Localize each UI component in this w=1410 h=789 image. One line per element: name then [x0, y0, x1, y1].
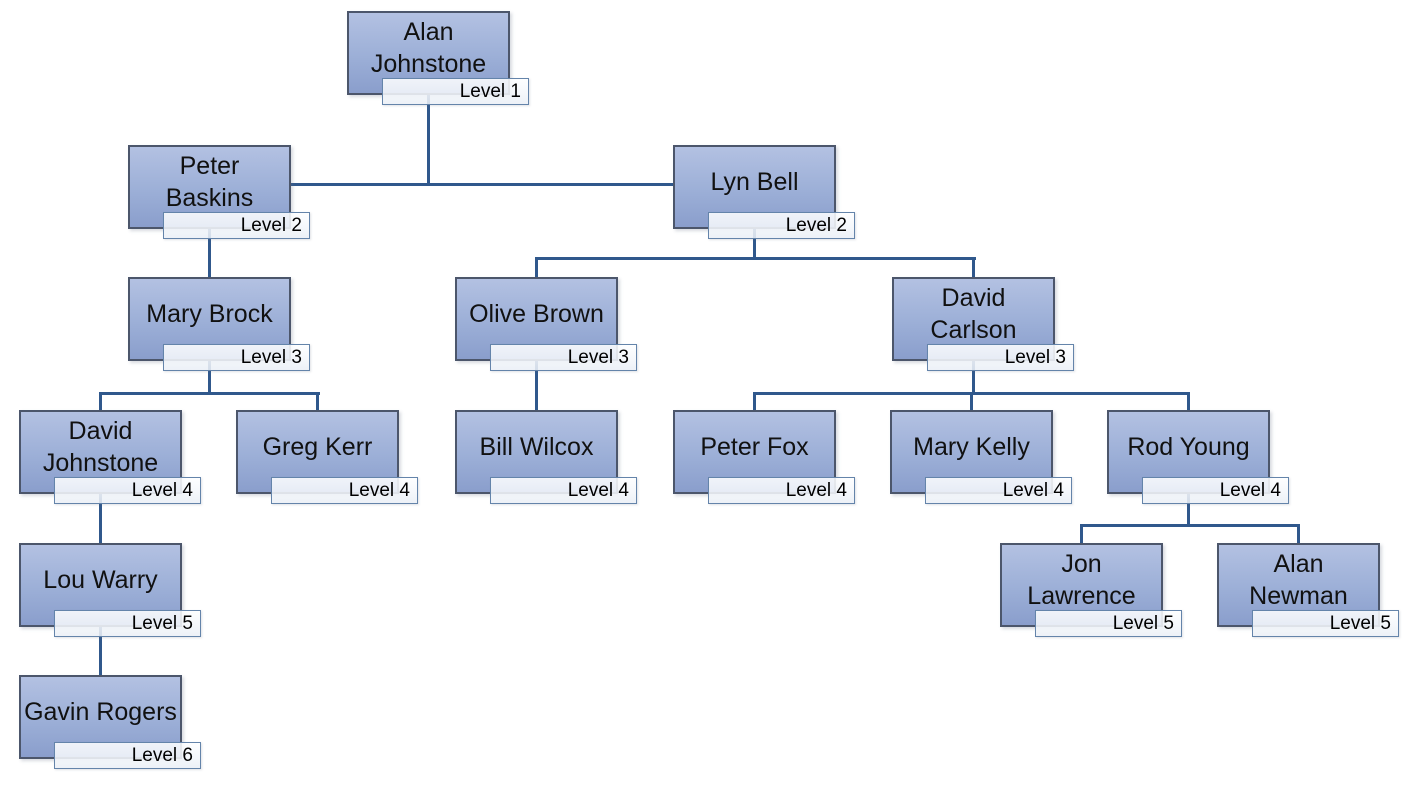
node-name: Mary Brock [146, 300, 273, 328]
connector-line [753, 392, 756, 410]
org-node-david-johnstone[interactable]: David Johnstone Level 4 [19, 410, 201, 504]
org-node-jon-lawrence[interactable]: Jon Lawrence Level 5 [1000, 543, 1182, 637]
connector-line [1297, 524, 1300, 543]
node-name: David Carlson [930, 284, 1017, 344]
connector-line [99, 392, 320, 395]
connector-line [1187, 494, 1190, 527]
org-node-alan-johnstone[interactable]: Alan Johnstone Level 1 [347, 11, 529, 105]
level-badge[interactable]: Level 4 [490, 477, 637, 504]
level-badge[interactable]: Level 5 [1035, 610, 1182, 637]
node-name: Peter Baskins [165, 152, 254, 212]
level-badge[interactable]: Level 5 [1252, 610, 1399, 637]
level-badge[interactable]: Level 6 [54, 742, 201, 769]
org-node-mary-kelly[interactable]: Mary Kelly Level 4 [890, 410, 1072, 504]
level-badge[interactable]: Level 3 [927, 344, 1074, 371]
org-node-alan-newman[interactable]: Alan Newman Level 5 [1217, 543, 1399, 637]
level-badge[interactable]: Level 5 [54, 610, 201, 637]
level-badge[interactable]: Level 3 [490, 344, 637, 371]
connector-line [316, 392, 319, 410]
level-badge[interactable]: Level 2 [708, 212, 855, 239]
connector-line [535, 257, 538, 277]
org-node-bill-wilcox[interactable]: Bill Wilcox Level 4 [455, 410, 637, 504]
connector-line [291, 183, 675, 186]
level-badge[interactable]: Level 2 [163, 212, 310, 239]
org-node-lyn-bell[interactable]: Lyn Bell Level 2 [673, 145, 855, 239]
node-name: Greg Kerr [262, 433, 373, 461]
connector-line [208, 229, 211, 277]
level-badge[interactable]: Level 4 [54, 477, 201, 504]
level-badge[interactable]: Level 4 [708, 477, 855, 504]
level-badge[interactable]: Level 4 [271, 477, 418, 504]
connector-line [427, 95, 430, 186]
level-badge[interactable]: Level 1 [382, 78, 529, 105]
level-badge[interactable]: Level 4 [925, 477, 1072, 504]
org-node-peter-fox[interactable]: Peter Fox Level 4 [673, 410, 855, 504]
node-name: Alan Newman [1249, 550, 1348, 610]
node-name: Peter Fox [700, 433, 809, 461]
org-node-lou-warry[interactable]: Lou Warry Level 5 [19, 543, 201, 637]
connector-line [535, 361, 538, 410]
org-node-peter-baskins[interactable]: Peter Baskins Level 2 [128, 145, 310, 239]
node-name: Lou Warry [43, 566, 158, 594]
connector-line [1080, 524, 1300, 527]
connector-line [99, 494, 102, 543]
org-node-rod-young[interactable]: Rod Young Level 4 [1107, 410, 1289, 504]
connector-line [970, 392, 973, 410]
connector-line [1187, 392, 1190, 410]
org-node-gavin-rogers[interactable]: Gavin Rogers Level 6 [19, 675, 201, 769]
node-name: Jon Lawrence [1027, 550, 1136, 610]
connector-line [208, 361, 211, 395]
connector-line [972, 257, 975, 277]
connector-line [99, 392, 102, 410]
node-name: Olive Brown [469, 300, 604, 328]
org-node-mary-brock[interactable]: Mary Brock Level 3 [128, 277, 310, 371]
org-node-olive-brown[interactable]: Olive Brown Level 3 [455, 277, 637, 371]
connector-line [1080, 524, 1083, 543]
level-badge[interactable]: Level 3 [163, 344, 310, 371]
connector-line [99, 627, 102, 675]
node-name: David Johnstone [42, 417, 159, 477]
org-node-david-carlson[interactable]: David Carlson Level 3 [892, 277, 1074, 371]
connector-line [972, 361, 975, 395]
node-name: Alan Johnstone [370, 18, 487, 78]
connector-line [753, 229, 756, 260]
node-name: Gavin Rogers [24, 698, 177, 726]
org-node-greg-kerr[interactable]: Greg Kerr Level 4 [236, 410, 418, 504]
connector-line [535, 257, 976, 260]
node-name: Lyn Bell [710, 168, 799, 196]
node-name: Bill Wilcox [479, 433, 594, 461]
node-name: Mary Kelly [913, 433, 1030, 461]
node-name: Rod Young [1127, 433, 1250, 461]
level-badge[interactable]: Level 4 [1142, 477, 1289, 504]
